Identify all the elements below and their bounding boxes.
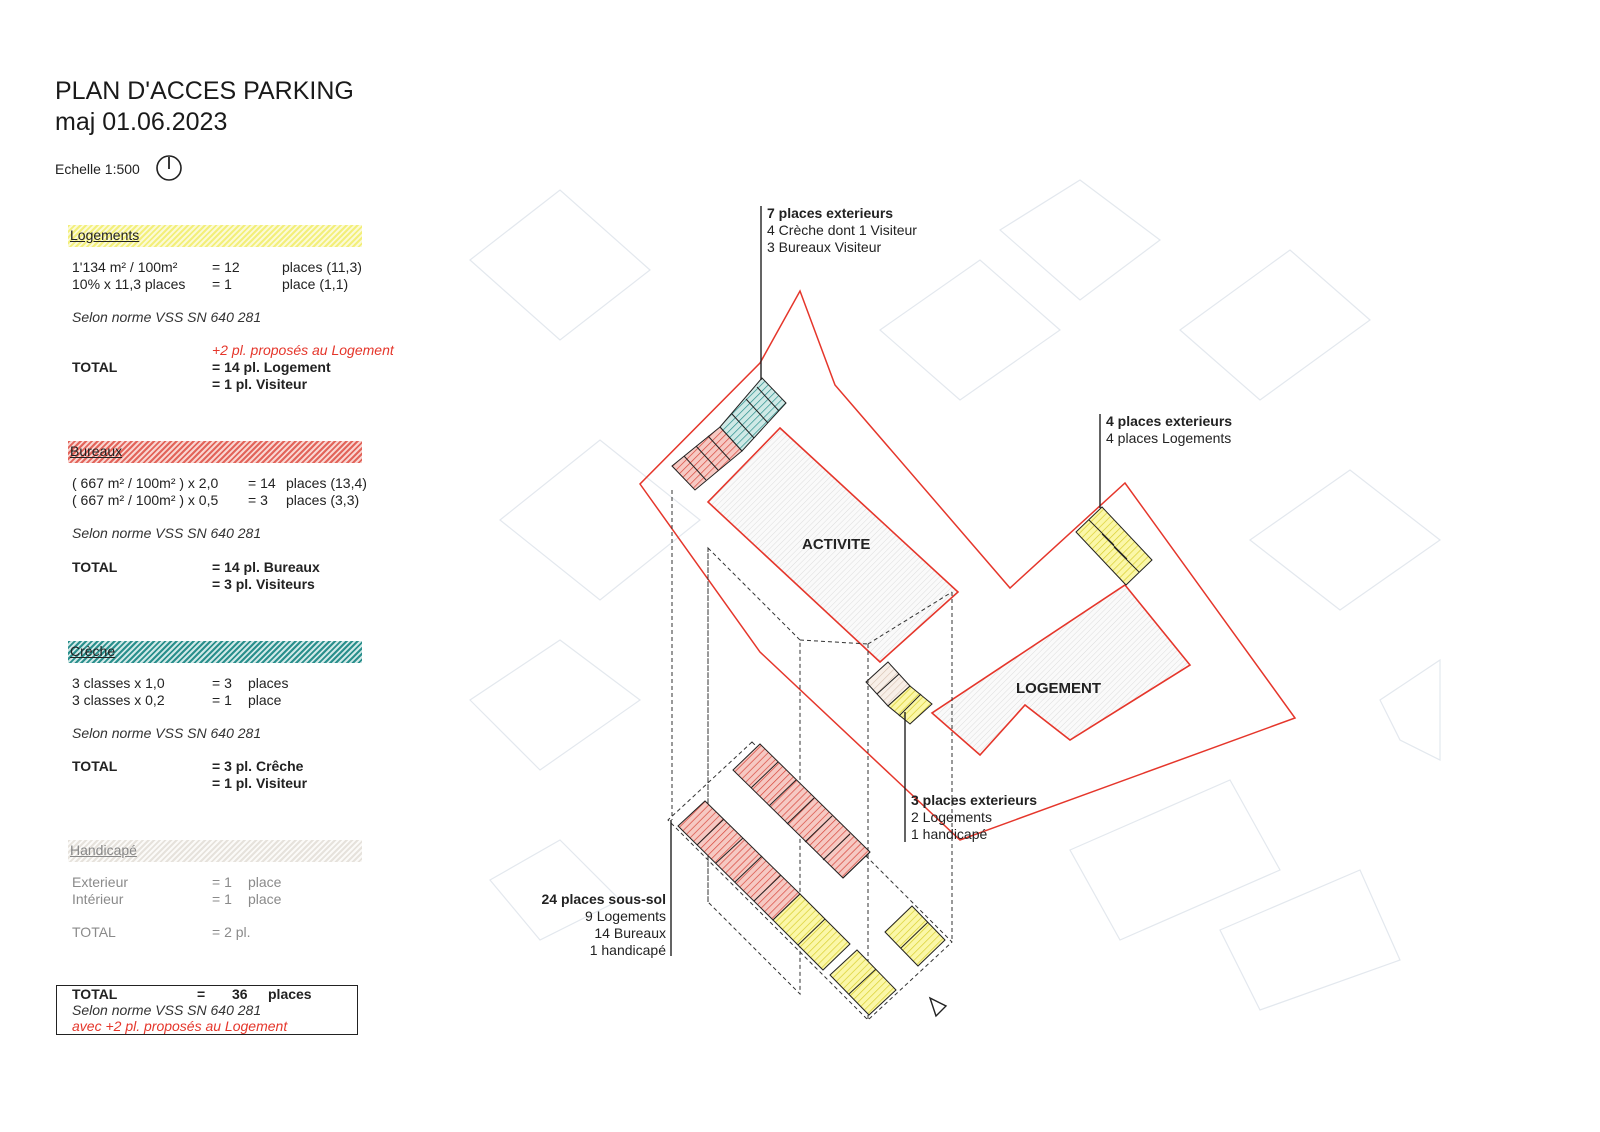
callout-right: 4 places exterieurs 4 places Logements (1106, 413, 1232, 447)
handicape-row-2-unit: place (248, 891, 282, 907)
bureaux-row-1-eq: = 14 (248, 475, 276, 491)
logements-total-1: = 14 pl. Logement (212, 359, 331, 375)
view-direction-icon (928, 996, 948, 1018)
bureaux-row-2-unit: places (3,3) (286, 492, 360, 508)
grand-total-norm: Selon norme VSS SN 640 281 (72, 1002, 262, 1018)
callout-basement-line2: 14 Bureaux (594, 925, 666, 941)
bureaux-row-1: ( 667 m² / 100m² ) x 2,0 (72, 475, 219, 491)
legend-handicape-heading: Handicapé (68, 840, 362, 862)
callout-top-title: 7 places exterieurs (767, 205, 894, 221)
grand-total-eq: = (197, 986, 206, 1002)
creche-total-label: TOTAL (72, 758, 118, 774)
callout-basement: 24 places sous-sol 9 Logements 14 Bureau… (541, 891, 666, 959)
grand-total-box (56, 985, 358, 1035)
callout-top-line2: 3 Bureaux Visiteur (767, 239, 882, 255)
handicape-row-2-eq: = 1 (212, 891, 232, 907)
logements-row-2-unit: place (1,1) (282, 276, 349, 292)
logements-row-1: 1'134 m² / 100m² (72, 259, 177, 276)
basement-parking (677, 743, 946, 1016)
calc: 1'134 m² / 100m² (72, 259, 178, 275)
legend-bureaux-heading: Bureaux (68, 441, 362, 463)
legend-creche-heading: Crèche (68, 641, 362, 663)
plan-date: maj 01.06.2023 (55, 108, 228, 136)
parking-middle (865, 661, 933, 725)
parking-right (1075, 506, 1153, 586)
bureaux-row-2-eq: = 3 (248, 492, 268, 508)
callout-right-line1: 4 places Logements (1106, 430, 1232, 446)
callout-basement-line3: 1 handicapé (589, 942, 666, 958)
callout-mid-line1: 2 Logements (911, 809, 992, 825)
handicape-row-1-unit: place (248, 874, 282, 890)
logements-row-1-unit: places (11,3) (282, 259, 362, 275)
handicape-row-1-eq: = 1 (212, 874, 232, 890)
leader-lines (670, 206, 1101, 956)
north-arrow-icon (156, 155, 182, 181)
bureaux-total-2: = 3 pl. Visiteurs (212, 576, 315, 592)
callout-mid-title: 3 places exterieurs (911, 792, 1038, 808)
callout-basement-title: 24 places sous-sol (541, 891, 666, 907)
background-context (469, 179, 1442, 1011)
grand-total-proposal: avec +2 pl. proposés au Logement (72, 1018, 288, 1034)
bureaux-norm: Selon norme VSS SN 640 281 (72, 525, 262, 541)
property-perimeter (639, 289, 1297, 841)
creche-row-1: 3 classes x 1,0 (72, 675, 165, 691)
grand-total-label: TOTAL (72, 986, 118, 1002)
callout-right-title: 4 places exterieurs (1106, 413, 1233, 429)
creche-row-1-unit: places (248, 675, 289, 691)
bureaux-total-label: TOTAL (72, 559, 118, 575)
logements-row-1-eq: = 12 (212, 259, 240, 275)
callout-mid-line2: 1 handicapé (911, 826, 988, 842)
creche-norm: Selon norme VSS SN 640 281 (72, 725, 262, 741)
parking-top-strip (671, 377, 787, 491)
handicape-total-1: = 2 pl. (212, 924, 251, 940)
handicape-row-1: Exterieur (72, 874, 129, 890)
grand-total-value: 36 (232, 986, 248, 1002)
scale-label: Echelle 1:500 (55, 161, 140, 177)
creche-row-2: 3 classes x 0,2 (72, 692, 165, 708)
creche-total-2: = 1 pl. Visiteur (212, 775, 308, 791)
handicape-total-label: TOTAL (72, 924, 116, 940)
bureaux-row-1-unit: places (13,4) (286, 475, 367, 491)
logements-row-2-eq: = 1 (212, 276, 232, 292)
label-logement: LOGEMENT (1016, 680, 1101, 697)
logements-row-2: 10% x 11,3 places (72, 276, 186, 292)
creche-row-1-eq: = 3 (212, 675, 232, 691)
creche-row-2-eq: = 1 (212, 692, 232, 708)
page-title: PLAN D'ACCES PARKING maj 01.06.2023 (55, 76, 354, 138)
grand-total-unit: places (268, 986, 312, 1002)
callout-top-line1: 4 Crèche dont 1 Visiteur (767, 222, 917, 238)
creche-row-2-unit: place (248, 692, 282, 708)
building-activite (706, 426, 960, 664)
building-logement (930, 583, 1192, 757)
legend-logements-heading: Logements (68, 225, 362, 247)
bureaux-row-2: ( 667 m² / 100m² ) x 0,5 (72, 492, 219, 508)
label-activite: ACTIVITE (802, 536, 871, 553)
callout-middle: 3 places exterieurs 2 Logements 1 handic… (911, 792, 1037, 843)
logements-total-label: TOTAL (72, 359, 118, 375)
handicape-row-2: Intérieur (72, 891, 124, 907)
callout-basement-line1: 9 Logements (585, 908, 666, 924)
logements-proposal: +2 pl. proposés au Logement (212, 342, 394, 358)
plan-title: PLAN D'ACCES PARKING (55, 77, 354, 105)
logements-norm: Selon norme VSS SN 640 281 (72, 309, 262, 325)
callout-top: 7 places exterieurs 4 Crèche dont 1 Visi… (767, 205, 917, 256)
creche-total-1: = 3 pl. Crêche (212, 758, 304, 774)
logements-total-2: = 1 pl. Visiteur (212, 376, 308, 392)
bureaux-total-1: = 14 pl. Bureaux (212, 559, 320, 575)
